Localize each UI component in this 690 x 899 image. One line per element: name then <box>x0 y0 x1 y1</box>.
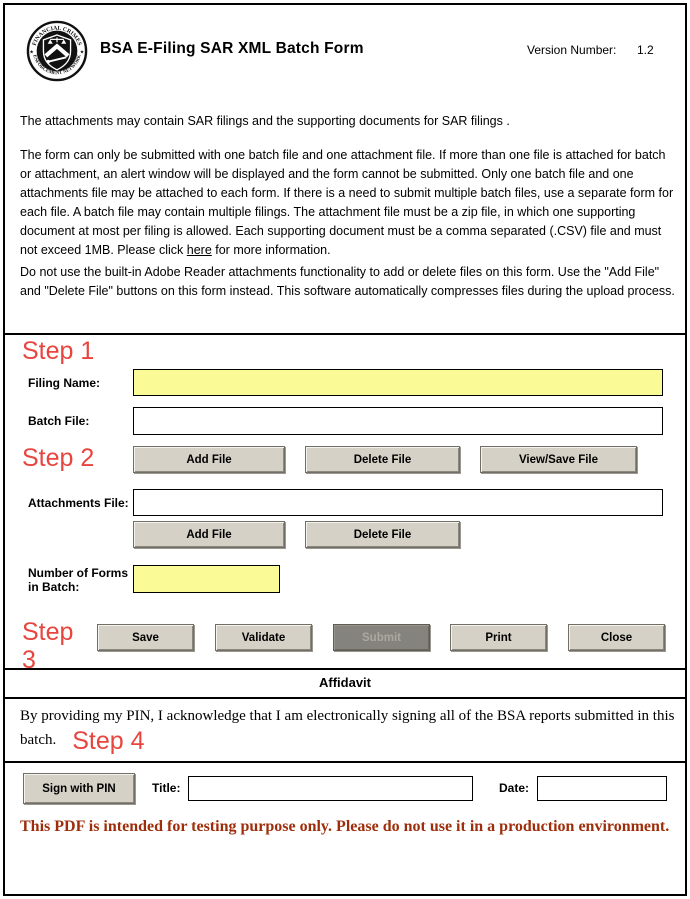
section-divider-affidavit-bottom <box>5 697 685 699</box>
attachments-file-label: Attachments File: <box>28 496 129 510</box>
batch-file-label: Batch File: <box>28 414 90 428</box>
attachments-delete-file-button[interactable]: Delete File <box>305 521 460 548</box>
step-4-label: Step 4 <box>72 727 145 755</box>
svg-text:★: ★ <box>29 49 34 55</box>
step-2-label: Step 2 <box>22 444 95 472</box>
batch-file-input[interactable] <box>133 407 663 435</box>
attachments-file-input[interactable] <box>133 489 663 516</box>
save-button[interactable]: Save <box>97 624 194 651</box>
title-label: Title: <box>152 781 181 795</box>
section-divider-affidavit-top <box>5 668 685 670</box>
version-label: Version Number: <box>527 43 617 57</box>
more-information-link[interactable]: here <box>186 243 212 257</box>
print-button[interactable]: Print <box>450 624 547 651</box>
date-label: Date: <box>499 781 530 795</box>
step-1-label: Step 1 <box>22 337 95 365</box>
number-of-forms-label: Number of Forms in Batch: <box>28 566 129 594</box>
sign-with-pin-button[interactable]: Sign with PIN <box>23 773 135 804</box>
batch-view-save-file-button[interactable]: View/Save File <box>480 446 637 473</box>
instructions-paragraph-3: Do not use the built-in Adobe Reader att… <box>20 265 675 298</box>
filing-name-input[interactable] <box>133 369 663 396</box>
instructions-paragraph-2: The form can only be submitted with one … <box>20 146 678 260</box>
instructions-paragraph-1: The attachments may contain SAR filings … <box>20 114 510 128</box>
date-input[interactable] <box>537 776 667 801</box>
filing-name-label: Filing Name: <box>28 376 101 390</box>
version-value: 1.2 <box>637 43 654 57</box>
attachments-add-file-button[interactable]: Add File <box>133 521 285 548</box>
batch-add-file-button[interactable]: Add File <box>133 446 285 473</box>
batch-delete-file-button[interactable]: Delete File <box>305 446 460 473</box>
step-3-label: Step 3 <box>22 618 74 674</box>
close-button[interactable]: Close <box>568 624 665 651</box>
validate-button[interactable]: Validate <box>215 624 312 651</box>
fincen-treasury-seal-icon: FINANCIAL CRIMES ENFORCEMENT NETWORK ★ ★ <box>26 20 88 82</box>
section-divider-signature <box>5 761 685 763</box>
submit-button[interactable]: Submit <box>333 624 430 651</box>
affidavit-heading: Affidavit <box>319 675 371 690</box>
instructions-p2-text: The form can only be submitted with one … <box>20 148 674 257</box>
number-of-forms-input[interactable] <box>133 565 280 593</box>
instructions-p2-text-after: for more information. <box>211 243 331 257</box>
affidavit-text: By providing my PIN, I acknowledge that … <box>20 705 680 755</box>
section-divider-instructions <box>5 333 685 335</box>
title-input[interactable] <box>188 776 473 801</box>
svg-text:★: ★ <box>80 49 85 55</box>
page-title: BSA E-Filing SAR XML Batch Form <box>100 40 364 57</box>
affidavit-statement: By providing my PIN, I acknowledge that … <box>20 708 675 748</box>
testing-warning-text: This PDF is intended for testing purpose… <box>20 818 670 835</box>
